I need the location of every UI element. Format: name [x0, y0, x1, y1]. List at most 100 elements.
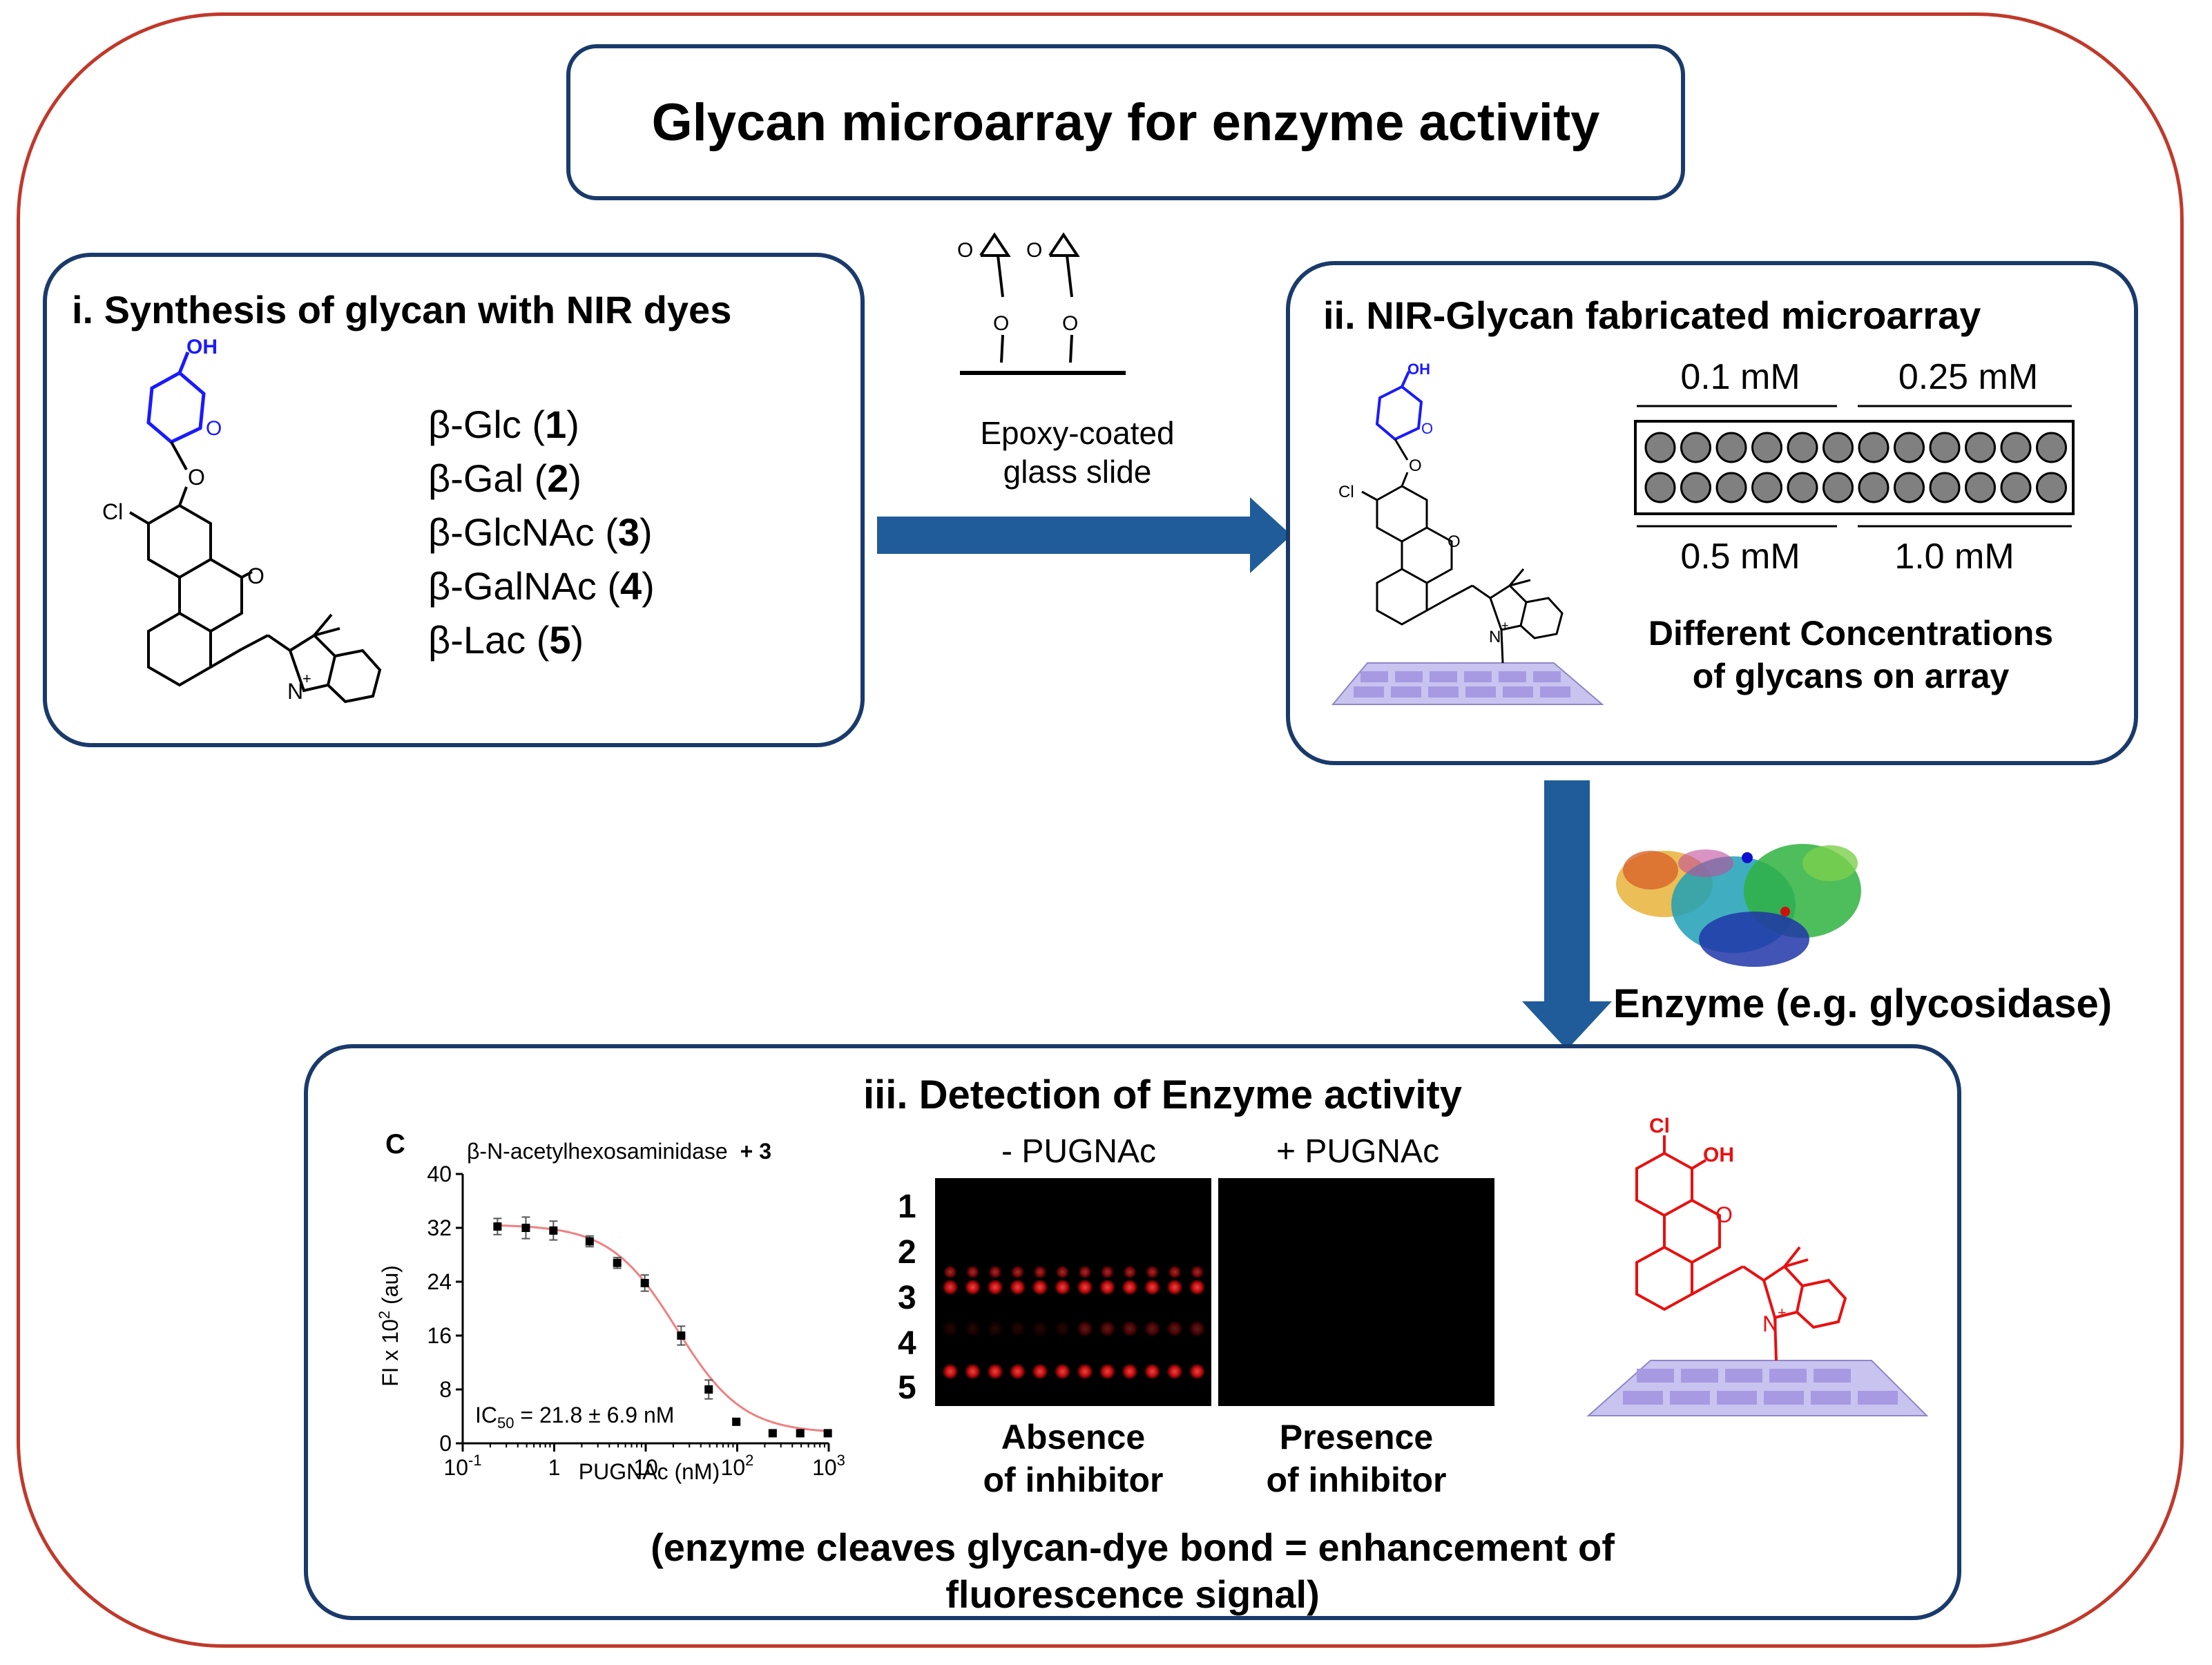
- glycan-dye-structure: OH O O Cl O N +: [102, 336, 382, 704]
- arrow-down-icon: [1522, 780, 1612, 1050]
- array-spot: [2000, 432, 2032, 463]
- enzyme-label: Enzyme (e.g. glycosidase): [1613, 981, 2113, 1026]
- fluor-spot: [1124, 1266, 1136, 1278]
- cleaved-dye-structure: Cl OH O N +: [1586, 1115, 1929, 1416]
- y-tick-label: 16: [427, 1323, 452, 1348]
- conc-label: 0.1 mM: [1680, 357, 1800, 397]
- fluor-spot: [988, 1280, 1003, 1295]
- fluor-spot: [1189, 1364, 1205, 1379]
- fluor-spot: [943, 1321, 958, 1336]
- atom-label: N: [1762, 1311, 1778, 1336]
- array-spot: [1823, 472, 1854, 503]
- enzyme-structure-image: [1616, 844, 1861, 967]
- atom-label: O: [993, 312, 1009, 335]
- x-tick-label: 1: [548, 1455, 561, 1480]
- row-label: 3: [898, 1280, 916, 1316]
- fluor-spot: [1167, 1364, 1182, 1379]
- slide-bound-structure: OH O O Cl O N +: [1331, 360, 1604, 705]
- array-spot: [1787, 472, 1818, 503]
- data-point: [732, 1417, 741, 1426]
- conclusion-line2: fluorescence signal): [945, 1572, 1320, 1616]
- fluor-spot: [1144, 1364, 1160, 1379]
- fluor-spot: [1122, 1280, 1137, 1295]
- data-point: [549, 1226, 558, 1235]
- x-tick-label: 10-1: [443, 1452, 481, 1480]
- fluorescence-plus-image: [1218, 1178, 1494, 1406]
- microarray-grid: [1634, 405, 2075, 528]
- fluor-spot: [1056, 1266, 1069, 1278]
- atom-label: OH: [1407, 360, 1430, 378]
- row-label: 2: [898, 1234, 916, 1271]
- atom-label: O: [1062, 312, 1078, 335]
- x-tick-label: 103: [812, 1452, 845, 1480]
- array-spot: [1823, 432, 1854, 463]
- chart-xlabel: PUGNAc (nM): [579, 1459, 720, 1484]
- array-spot: [1787, 432, 1818, 463]
- array-spot: [1751, 472, 1782, 503]
- fluor-spot: [1144, 1321, 1160, 1336]
- atom-label: OH: [186, 336, 218, 358]
- glycan-item: β-Gal (2): [428, 456, 582, 500]
- fluor-spot: [1077, 1280, 1093, 1295]
- atom-label: O: [1026, 239, 1042, 262]
- conc-label: 1.0 mM: [1894, 537, 2014, 577]
- epoxy-slide-graphic: O O O O: [957, 232, 1126, 375]
- row-label: 1: [898, 1188, 916, 1225]
- data-point: [521, 1224, 530, 1232]
- array-spot: [1644, 472, 1676, 503]
- fluor-spot: [943, 1280, 958, 1295]
- conclusion-line1: (enzyme cleaves glycan-dye bond = enhanc…: [651, 1526, 1615, 1569]
- atom-label: +: [1778, 1304, 1787, 1321]
- atom-label: O: [1448, 532, 1461, 551]
- fluor-spot: [944, 1266, 956, 1278]
- fluor-spot: [988, 1321, 1003, 1336]
- row-label: 5: [898, 1369, 916, 1406]
- y-tick-label: 32: [427, 1215, 452, 1240]
- array-spot: [1965, 472, 1996, 503]
- fluor-spot: [1191, 1266, 1204, 1278]
- panel-synthesis-heading: i. Synthesis of glycan with NIR dyes: [72, 288, 732, 331]
- slide-label-line1: Epoxy-coated: [980, 415, 1175, 451]
- y-tick-label: 8: [439, 1377, 452, 1402]
- title-box: [566, 44, 1685, 200]
- x-tick-label: 102: [721, 1452, 754, 1480]
- array-spot: [1894, 432, 1925, 463]
- glycan-item: β-Lac (5): [428, 618, 584, 662]
- fluor-spot: [1099, 1364, 1115, 1379]
- fluor-spot: [1034, 1266, 1046, 1278]
- absence-label-line1: Absence: [1001, 1418, 1146, 1456]
- chart-title: β-N-acetylhexosaminidase+ 3: [467, 1139, 771, 1164]
- chart-ylabel: FI x 102 (au): [376, 1265, 403, 1387]
- ic50-chart: C β-N-acetylhexosaminidase+ 3 0816243240…: [376, 1129, 845, 1484]
- array-spot: [1680, 472, 1711, 503]
- fluor-spot: [1144, 1280, 1160, 1295]
- array-spot: [1858, 472, 1889, 503]
- fluor-spot: [1079, 1266, 1091, 1278]
- fluor-spot: [1099, 1321, 1115, 1336]
- fluorescence-minus-image: [935, 1178, 1211, 1406]
- data-point: [677, 1331, 686, 1340]
- fluor-spot: [1101, 1266, 1114, 1278]
- page-title: Glycan microarray for enzyme activity: [651, 93, 1600, 152]
- array-spot: [2036, 432, 2067, 463]
- fluor-spot: [965, 1321, 981, 1336]
- presence-label-line2: of inhibitor: [1266, 1461, 1447, 1499]
- plus-pugnac-label: + PUGNAc: [1276, 1133, 1440, 1170]
- data-point: [613, 1258, 622, 1267]
- x-tick-label: 10: [633, 1455, 658, 1480]
- array-spot: [1715, 472, 1747, 503]
- array-spot: [1929, 432, 1961, 463]
- array-spot: [2036, 472, 2067, 503]
- fit-curve: [494, 1224, 829, 1432]
- microarray-caption-line1: Different Concentrations: [1648, 614, 2054, 653]
- slide-label-line2: glass slide: [1003, 454, 1152, 490]
- glycan-item: β-GlcNAc (3): [428, 510, 653, 554]
- microarray-caption-line2: of glycans on array: [1692, 657, 2010, 695]
- fluor-spot: [1010, 1364, 1026, 1379]
- data-point: [585, 1237, 594, 1246]
- glycan-item: β-Glc (1): [428, 403, 579, 446]
- fluor-spot: [1099, 1280, 1115, 1295]
- atom-label: OH: [1703, 1144, 1734, 1166]
- panel-detection-heading: iii. Detection of Enzyme activity: [863, 1072, 1462, 1117]
- conc-label: 0.25 mM: [1898, 357, 2039, 397]
